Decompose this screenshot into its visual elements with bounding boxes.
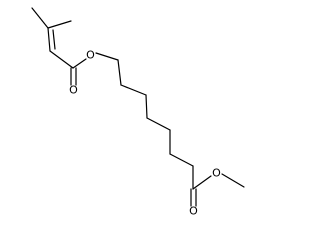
- double-bond-carbonyl-left: [70, 67, 77, 86]
- bond-ester-o-to-methyl: [221, 173, 245, 188]
- bond-alkene-to-carbonyl: [49, 50, 74, 69]
- bond-chain-4: [146, 117, 171, 131]
- atom-label-carbonyl-oxygen-left: O: [69, 84, 78, 97]
- bond-chain-6: [169, 153, 194, 167]
- bond-carbonyl-to-ester-o: [72, 58, 87, 69]
- atom-label-carbonyl-oxygen-right: O: [189, 205, 198, 218]
- bond-carbonyl-to-ester-o-right: [192, 175, 212, 190]
- bond-chain-2: [120, 84, 147, 96]
- double-bond-alkene: [47, 27, 56, 52]
- skeletal-formula: O O O O: [31, 7, 245, 218]
- double-bond-carbonyl-right: [190, 188, 197, 207]
- bond-methyl-top-right: [47, 20, 72, 29]
- bond-chain-3: [145, 94, 148, 119]
- bond-methyl-top-left: [31, 7, 49, 29]
- atom-label-ester-oxygen-left: O: [86, 49, 95, 62]
- bond-ester-o-to-chain: [95, 52, 119, 61]
- atom-label-ester-oxygen-right: O: [212, 167, 221, 180]
- bond-chain-1: [117, 59, 122, 86]
